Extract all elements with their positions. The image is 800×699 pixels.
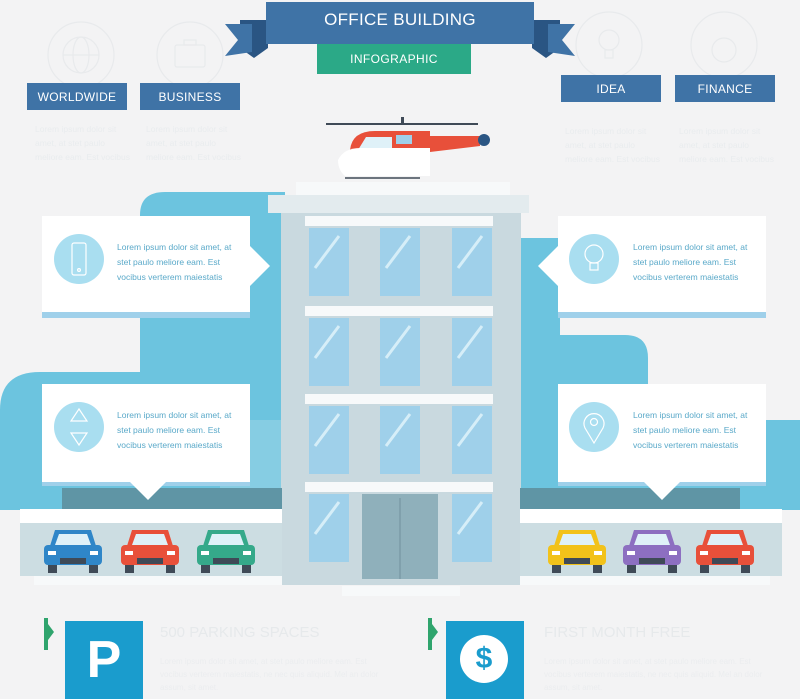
car-icon xyxy=(121,530,179,573)
building-window xyxy=(309,494,349,562)
window-glare xyxy=(313,235,341,269)
window-glare xyxy=(456,235,484,269)
garage-left-roof xyxy=(20,509,282,523)
briefcase-outline-icon xyxy=(156,21,224,89)
lightbulb-outline-icon xyxy=(575,11,643,79)
dollar-coin-icon: $ xyxy=(460,635,508,683)
ribbon-tail-right-outer xyxy=(548,24,575,56)
building-window xyxy=(380,228,420,296)
building-window xyxy=(309,318,349,386)
building-floor-band xyxy=(305,394,493,404)
tag-business: BUSINESS xyxy=(140,83,240,110)
finance-text: Lorem ipsum dolor sit amet, at stet paul… xyxy=(544,657,763,692)
garage-left-floor xyxy=(34,576,282,585)
building-floor-band xyxy=(305,216,493,226)
tag-idea: IDEA xyxy=(561,75,661,102)
building-window xyxy=(309,406,349,474)
parking-icon-graphic xyxy=(44,618,54,650)
globe-outline-icon xyxy=(47,21,115,89)
building-window xyxy=(380,318,420,386)
building-window-grid xyxy=(305,216,493,562)
car-icon xyxy=(548,530,606,573)
helipad xyxy=(296,182,510,196)
ghost-text-idea: Lorem ipsum dolor sit amet, at stet paul… xyxy=(565,126,660,164)
window-glare xyxy=(456,413,484,447)
building-window xyxy=(452,228,492,296)
garage-right-roof xyxy=(520,509,782,523)
info-card-top-left xyxy=(42,216,270,318)
building-steps xyxy=(342,586,460,596)
building-floor-band xyxy=(305,482,493,492)
window-glare xyxy=(456,325,484,359)
building-window xyxy=(452,494,492,562)
page-subtitle: INFOGRAPHIC xyxy=(350,52,438,66)
up-down-arrows-icon xyxy=(69,407,89,447)
garage-right-floor xyxy=(520,576,770,585)
parking-icon-box: P xyxy=(65,621,143,699)
window-glare xyxy=(384,413,412,447)
helicopter-illustration xyxy=(326,117,490,179)
parking-title: 500 PARKING SPACES xyxy=(160,624,320,641)
mobile-phone-icon xyxy=(71,242,87,276)
window-glare xyxy=(313,413,341,447)
tag-finance: FINANCE xyxy=(675,75,775,102)
building-window xyxy=(452,318,492,386)
location-pin-icon xyxy=(583,413,605,445)
car-icon xyxy=(197,530,255,573)
ribbon-main xyxy=(266,2,534,44)
building-cornice xyxy=(268,195,529,213)
info-card-top-right xyxy=(538,216,766,318)
ghost-text-business: Lorem ipsum dolor sit amet, at stet paul… xyxy=(146,124,241,162)
parking-letter: P xyxy=(86,631,122,689)
dollar-symbol: $ xyxy=(475,642,493,675)
card-text-bottom-left: Lorem ipsum dolor sit amet, at stet paul… xyxy=(117,410,232,450)
info-card-bottom-right xyxy=(558,384,766,500)
card-icon-circle xyxy=(54,234,104,284)
parked-cars xyxy=(44,530,754,573)
building-floor-band xyxy=(305,306,493,316)
car-icon xyxy=(696,530,754,573)
ribbon-tail-left-outer xyxy=(225,24,252,56)
info-card-bottom-left xyxy=(42,384,250,500)
card-text-top-right: Lorem ipsum dolor sit amet, at stet paul… xyxy=(633,242,748,282)
car-icon xyxy=(623,530,681,573)
page-title: OFFICE BUILDING xyxy=(324,10,476,29)
lightbulb-icon xyxy=(584,244,604,271)
finance-icon-graphic xyxy=(428,618,438,650)
subtitle-band xyxy=(317,44,471,74)
window-glare xyxy=(313,501,341,535)
parking-text: Lorem ipsum dolor sit amet, at stet paul… xyxy=(160,657,379,692)
building-window xyxy=(452,406,492,474)
window-glare xyxy=(456,501,484,535)
window-glare xyxy=(384,235,412,269)
building-window xyxy=(380,406,420,474)
finance-title: FIRST MONTH FREE xyxy=(544,624,691,641)
tag-worldwide: WORLDWIDE xyxy=(27,83,127,110)
card-text-bottom-right: Lorem ipsum dolor sit amet, at stet paul… xyxy=(633,410,748,450)
window-glare xyxy=(384,325,412,359)
card-text-top-left: Lorem ipsum dolor sit amet, at stet paul… xyxy=(117,242,232,282)
building-window xyxy=(309,228,349,296)
dollar-outline-icon xyxy=(690,11,758,79)
window-glare xyxy=(313,325,341,359)
finance-icon-box: $ xyxy=(446,621,524,699)
car-icon xyxy=(44,530,102,573)
ghost-text-finance: Lorem ipsum dolor sit amet, at stet paul… xyxy=(679,126,774,164)
ghost-text-worldwide: Lorem ipsum dolor sit amet, at stet paul… xyxy=(35,124,130,162)
